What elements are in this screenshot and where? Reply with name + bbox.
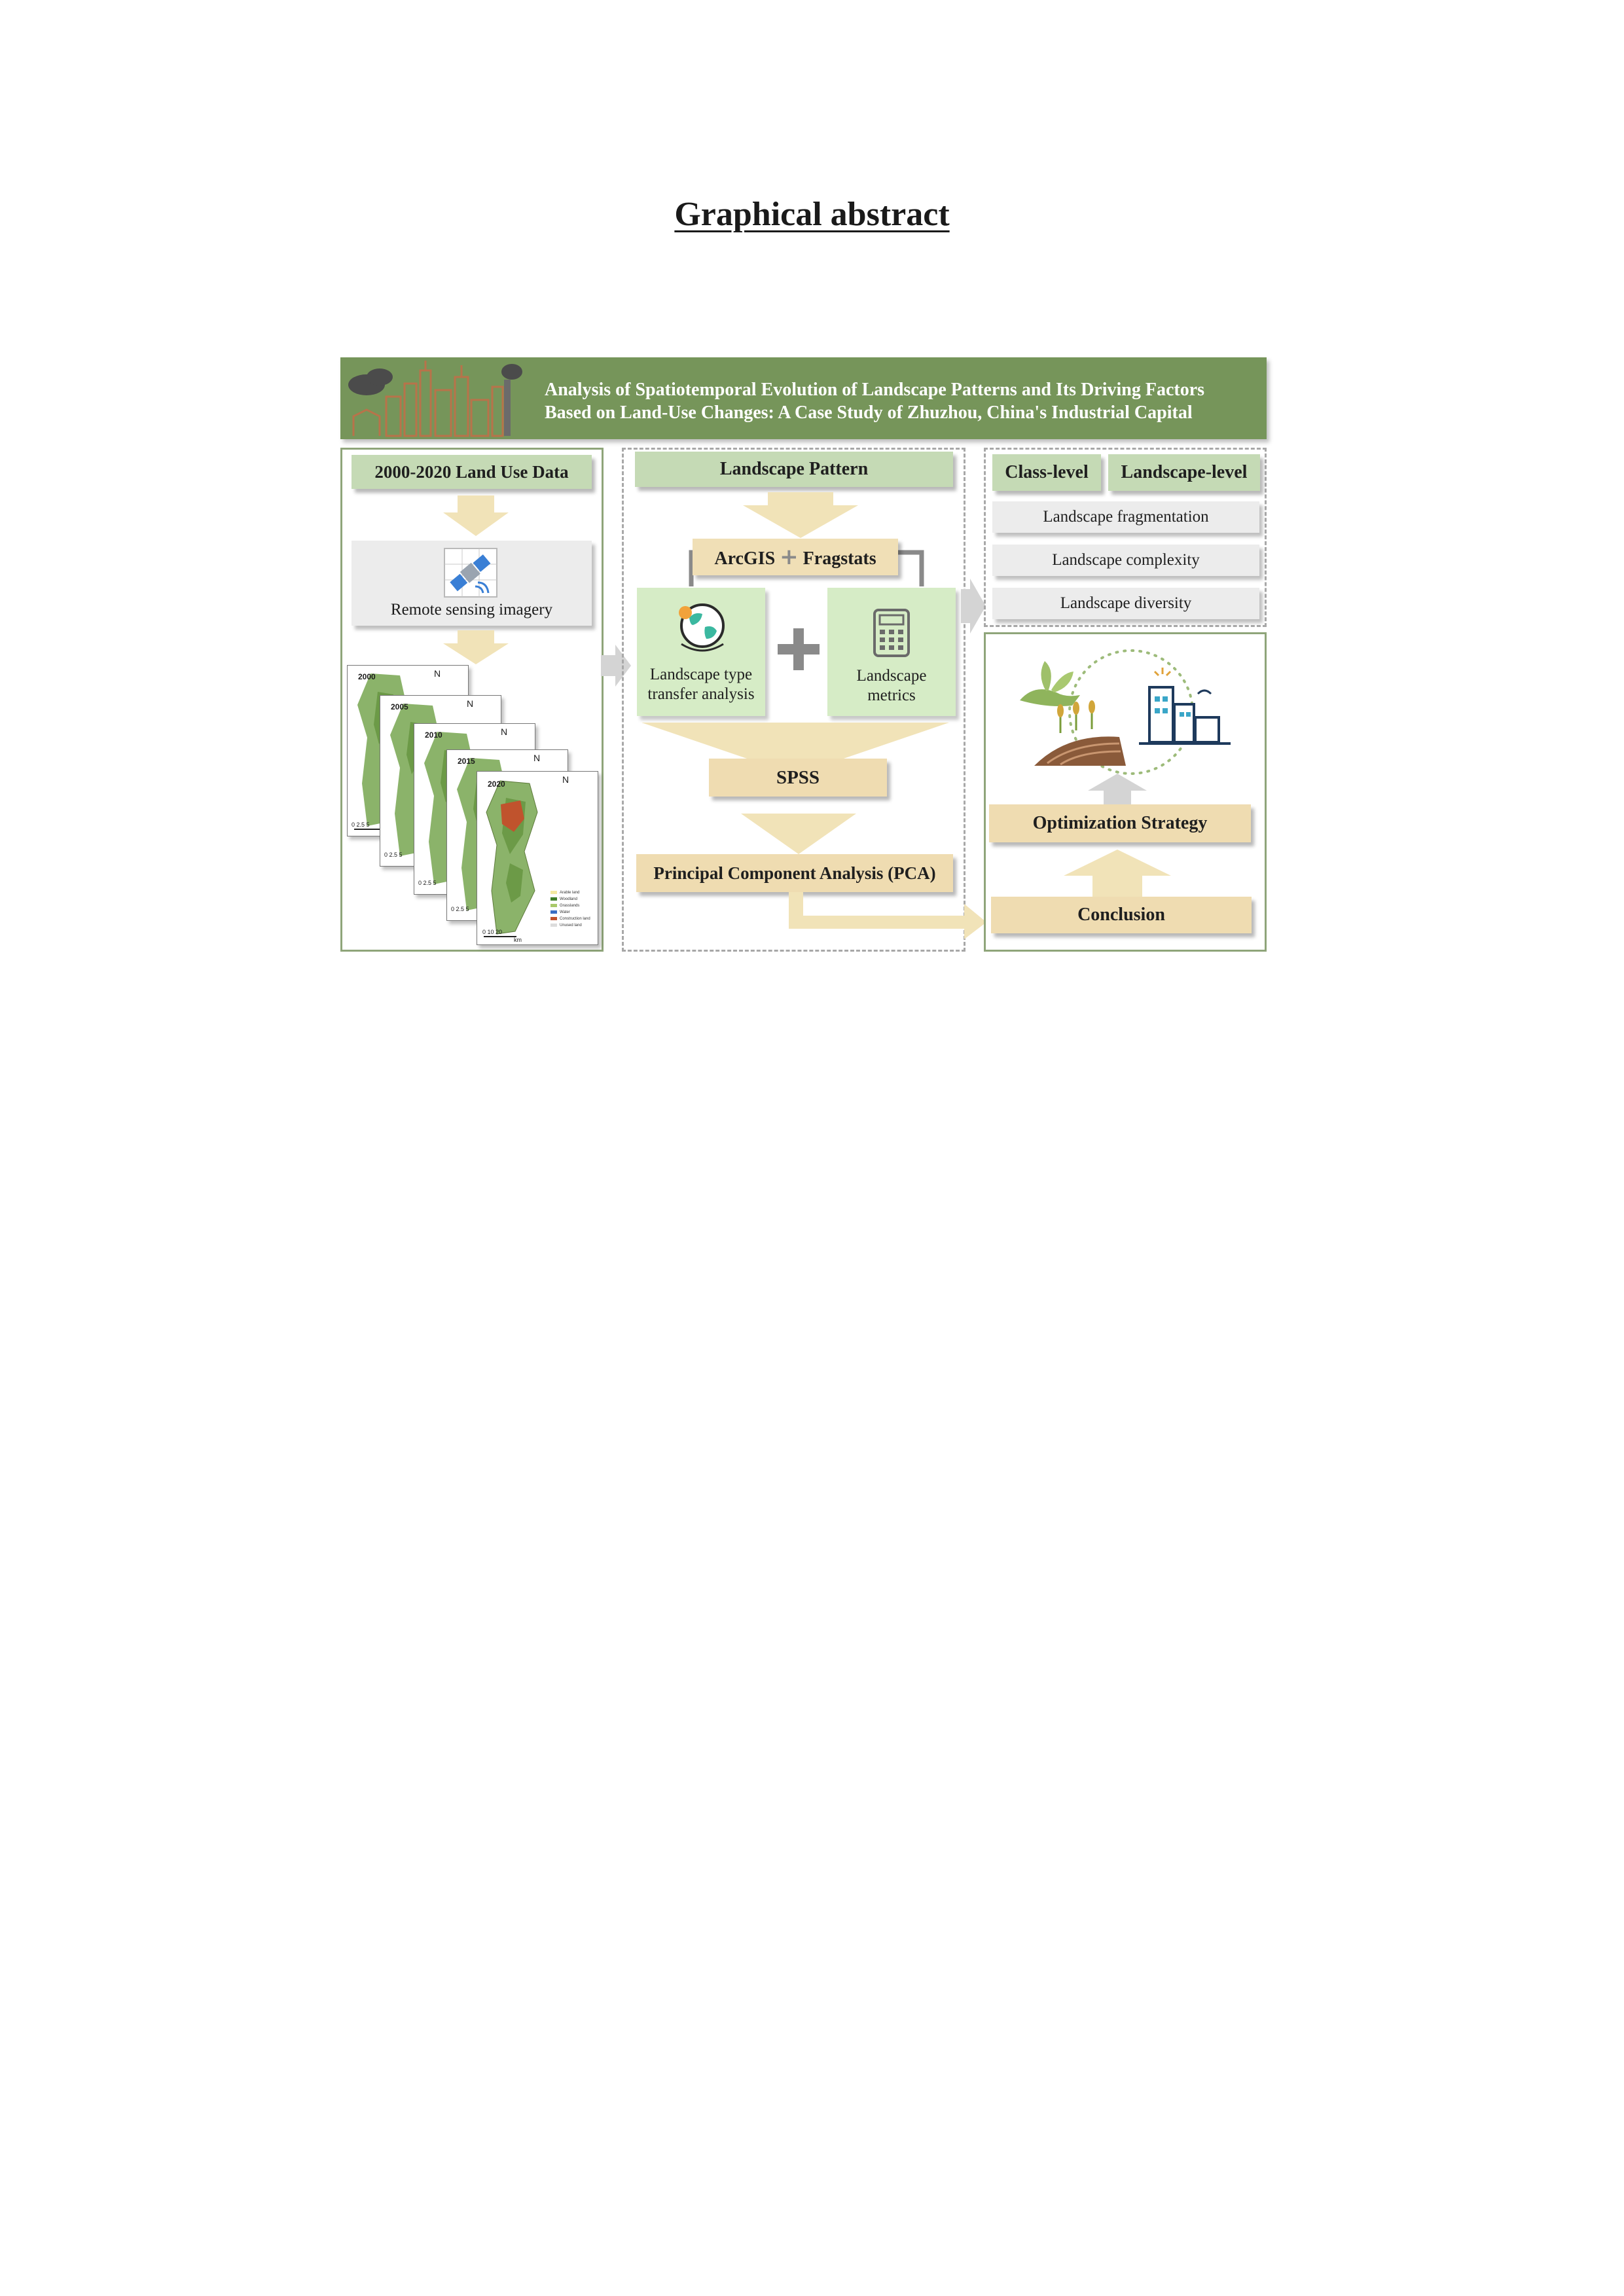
legend-item: Construction land	[560, 917, 590, 921]
scale-bar-label: 0 2.5 5	[418, 880, 437, 886]
metric-fragmentation: Landscape fragmentation	[992, 501, 1259, 533]
legend-item: Water	[560, 910, 570, 914]
right-arrow-left-to-center	[601, 645, 631, 687]
fragstats-label: Fragstats	[803, 548, 876, 569]
map-year-label: 2010	[425, 730, 442, 740]
scale-bar-label: 0 2.5 5	[451, 906, 469, 912]
north-arrow-label: N	[467, 698, 474, 709]
center-panel	[622, 448, 965, 952]
landscape-level-box: Landscape-level	[1108, 454, 1260, 491]
metrics-line-2: metrics	[867, 687, 916, 704]
plus-icon	[772, 623, 825, 675]
remote-sensing-box: Remote sensing imagery	[352, 541, 592, 626]
landscape-metrics-box: Landscape metrics	[827, 588, 956, 716]
map-year-label: 2020	[488, 780, 505, 789]
land-use-data-header: 2000-2020 Land Use Data	[352, 455, 592, 489]
plus-icon: +	[780, 544, 799, 570]
transfer-line-2: transfer analysis	[647, 685, 755, 703]
metrics-line-1: Landscape	[856, 667, 927, 685]
north-arrow-label: N	[562, 774, 569, 785]
north-arrow-label: N	[533, 753, 541, 763]
funnel-arrow	[641, 723, 949, 761]
class-level-box: Class-level	[992, 454, 1101, 491]
arcgis-fragstats-box: ArcGIS + Fragstats	[693, 539, 898, 575]
metric-complexity: Landscape complexity	[992, 545, 1259, 576]
plant-hand-icon	[1020, 661, 1080, 706]
legend-item: Grasslands	[560, 904, 580, 908]
arcgis-label: ArcGIS	[714, 548, 776, 569]
satellite-icon	[444, 548, 497, 598]
metric-diversity: Landscape diversity	[992, 588, 1259, 619]
legend-item: Arable land	[560, 891, 580, 895]
sustainability-illustration	[1020, 649, 1231, 775]
remote-sensing-label: Remote sensing imagery	[390, 601, 553, 619]
pca-box: Principal Component Analysis (PCA)	[636, 854, 953, 892]
down-arrow-2	[443, 630, 509, 664]
down-arrow-4	[741, 814, 856, 854]
spss-box: SPSS	[709, 759, 887, 797]
scale-bar-label: 0 2.5 5	[352, 821, 370, 828]
map-legend: Arable land Woodland Grasslands Water Co…	[560, 889, 590, 929]
legend-item: Unused land	[560, 924, 582, 927]
city-skyline-icon	[348, 361, 522, 437]
down-arrow-1	[443, 495, 509, 536]
legend-item: Woodland	[560, 897, 577, 901]
transfer-analysis-box: Landscape type transfer analysis	[637, 588, 765, 716]
map-year-label: 2005	[391, 702, 408, 711]
landscape-pattern-header: Landscape Pattern	[635, 452, 953, 487]
banner-title-line-1: Analysis of Spatiotemporal Evolution of …	[545, 380, 1205, 400]
up-arrow-tan	[1064, 850, 1171, 899]
field-icon	[1034, 700, 1126, 766]
down-arrow-3	[743, 492, 858, 538]
scale-unit-label: km	[514, 937, 522, 943]
map-card: 2020 N Arable land Woodland Grasslands W…	[477, 771, 598, 945]
page-title: Graphical abstract	[0, 195, 1624, 234]
north-arrow-label: N	[434, 668, 441, 679]
banner-title: Analysis of Spatiotemporal Evolution of …	[545, 378, 1258, 424]
calculator-icon	[873, 609, 910, 657]
globe-icon	[679, 603, 725, 652]
elbow-arrow-to-conclusion	[789, 892, 986, 939]
transfer-line-1: Landscape type	[649, 666, 753, 683]
right-arrow-center-to-right	[961, 579, 986, 634]
transfer-analysis-label: Landscape type transfer analysis	[637, 665, 765, 704]
north-arrow-label: N	[501, 726, 508, 737]
conclusion-box: Conclusion	[991, 897, 1252, 933]
scale-bar-label: 0 10 20	[482, 929, 503, 935]
title-banner: Analysis of Spatiotemporal Evolution of …	[340, 357, 1267, 439]
landscape-metrics-label: Landscape metrics	[827, 666, 956, 706]
map-year-label: 2000	[358, 672, 376, 681]
banner-title-line-2: Based on Land-Use Changes: A Case Study …	[545, 403, 1193, 423]
up-arrow-gray	[1088, 774, 1147, 806]
map-year-label: 2015	[458, 757, 475, 766]
optimization-strategy-box: Optimization Strategy	[989, 804, 1251, 842]
page-title-text: Graphical abstract	[674, 196, 950, 233]
metrics-panel	[984, 448, 1267, 627]
factory-icon	[1139, 686, 1231, 745]
scale-bar-label: 0 2.5 5	[384, 852, 403, 858]
